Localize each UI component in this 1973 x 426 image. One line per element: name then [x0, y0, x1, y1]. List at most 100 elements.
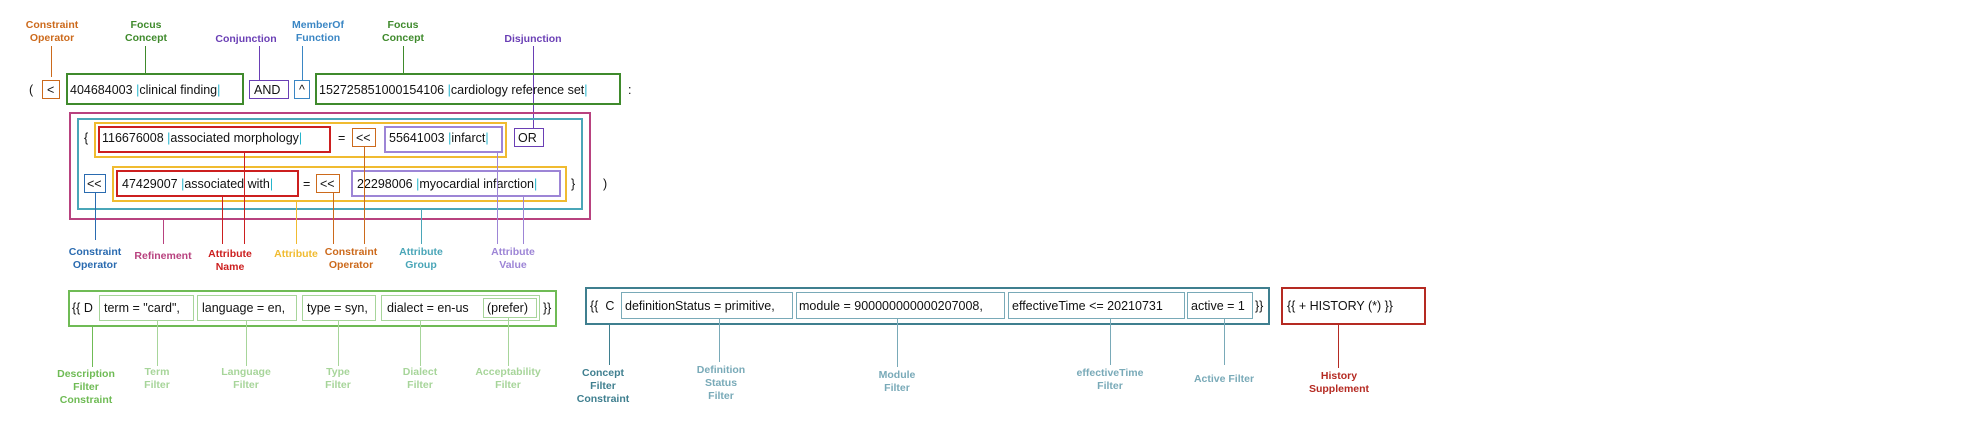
refinement-close-brace: } [571, 177, 576, 191]
attribute-1-box [94, 122, 507, 158]
attribute-value-1-box [384, 126, 503, 153]
double-brace-open: {{ [72, 301, 81, 315]
pipe: | [416, 177, 420, 191]
refinement-open-brace: { [84, 131, 89, 145]
type-filter-box [302, 295, 376, 321]
connector-line [296, 202, 297, 244]
pipe: | [447, 83, 451, 97]
connector-line [244, 153, 245, 244]
constraint-operator-orange-1: << [356, 131, 371, 145]
concept-id: 152725851000154106 [319, 83, 445, 97]
connector-line [897, 319, 898, 367]
connector-line [1110, 319, 1111, 365]
concept-term: associated morphology [170, 131, 299, 145]
double-brace-open: {{ [590, 299, 599, 313]
connector-line [157, 321, 158, 366]
disjunction-box [514, 128, 544, 147]
disjunction: OR [518, 131, 537, 145]
language-filter: language = en, [202, 301, 286, 315]
focus-concept-1-box [66, 73, 244, 105]
connector-line [719, 319, 720, 362]
connector-line [421, 210, 422, 244]
connector-line [145, 46, 146, 73]
filter-letter: D [83, 301, 93, 315]
history-supplement-box [1281, 287, 1426, 325]
connector-line [403, 46, 404, 73]
concept-id: 47429007 [122, 177, 178, 191]
attribute-2-box [112, 166, 567, 202]
pipe: | [584, 83, 588, 97]
connector-line [92, 327, 93, 367]
connector-line [51, 46, 52, 77]
connector-line [364, 147, 365, 244]
focus-concept-2-box [315, 73, 621, 105]
module-filter-box [796, 292, 1005, 319]
connector-line [302, 46, 303, 80]
acceptability-filter-box [483, 298, 537, 318]
attribute-value-1: 55641003 |infarct| [389, 130, 489, 146]
label-refinement: Refinement [134, 250, 192, 262]
colon: : [628, 83, 632, 97]
pipe: | [269, 177, 274, 191]
constraint-operator: < [47, 83, 55, 97]
concept-term: cardiology reference set [450, 83, 585, 97]
concept-id: 404684003 [70, 83, 133, 97]
attribute-value-2-box [351, 170, 561, 197]
connector-line [333, 193, 334, 244]
label-disjunction: Disjunction [504, 33, 562, 45]
constraint-operator-orange-2-box [316, 174, 340, 193]
member-of-box [294, 80, 310, 99]
label-attribute: Attribute [274, 248, 318, 260]
term-filter-box [99, 295, 194, 321]
pipe: | [448, 131, 452, 145]
connector-line [222, 197, 223, 244]
type-filter: type = syn, [307, 301, 368, 315]
connector-line [497, 153, 498, 244]
pipe: | [136, 83, 140, 97]
connector-line [420, 321, 421, 366]
description-filter-open: {{ D [72, 300, 93, 316]
concept-id: 55641003 [389, 131, 445, 145]
acceptability-filter: (prefer) [487, 301, 528, 315]
description-filter-close: }} [543, 301, 552, 315]
active-filter-box [1187, 292, 1253, 319]
pipe: | [181, 177, 185, 191]
connector-line [246, 321, 247, 366]
concept-term: myocardial infarction [419, 177, 534, 191]
constraint-operator-blue-box [84, 174, 106, 193]
pipe: | [485, 131, 489, 145]
connector-line [523, 197, 524, 244]
pipe: | [217, 83, 221, 97]
close-paren: ) [603, 177, 608, 191]
language-filter-box [197, 295, 297, 321]
module-filter: module = 900000000000207008, [799, 299, 983, 313]
filter-letter: C [605, 299, 615, 313]
attribute-name-1: 116676008 |associated morphology| [102, 130, 302, 146]
concept-filter-open: {{ C [590, 298, 614, 314]
attribute-group-box [77, 118, 583, 210]
dialect-filter: dialect = en-us [387, 301, 469, 315]
concept-filter-close: }} [1255, 299, 1264, 313]
attribute-value-2: 22298006 |myocardial infarction| [357, 176, 537, 192]
dialect-filter-box [381, 295, 540, 321]
connector-line [95, 193, 96, 240]
label-conjunction: Conjunction [215, 33, 277, 45]
attribute-name-2: 47429007 |associated with| [122, 176, 273, 192]
connector-line [1338, 325, 1339, 368]
concept-term: associated with [184, 177, 270, 191]
